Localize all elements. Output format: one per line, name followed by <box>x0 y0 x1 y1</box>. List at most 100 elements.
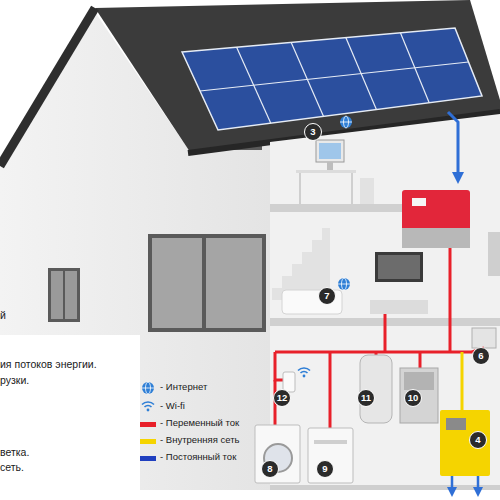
chair <box>360 178 374 204</box>
globe-line <box>142 388 154 389</box>
callout-number: 10 <box>408 393 419 403</box>
dryer <box>308 428 353 483</box>
interior <box>270 114 500 490</box>
inverter-display <box>412 198 426 206</box>
inverter <box>402 190 470 248</box>
floor-slab <box>270 485 500 490</box>
callout-circle: 9 <box>316 460 334 478</box>
window-glass <box>152 238 202 328</box>
dc-wire <box>451 476 454 492</box>
cropped-text: ветка. <box>0 447 29 459</box>
roof-edge <box>0 8 95 166</box>
tv-stand <box>370 300 428 314</box>
internet-icon <box>340 116 352 128</box>
callout-number: 11 <box>361 393 371 403</box>
wifi-arc <box>298 368 310 370</box>
internal-wire <box>461 352 464 410</box>
wifi-dot <box>147 409 150 412</box>
panel-grid <box>291 42 323 116</box>
legend-swatch <box>140 456 156 461</box>
ac-wire <box>275 352 283 380</box>
monitor-screen <box>319 143 341 159</box>
solar-panel <box>182 28 482 130</box>
legend-text: - Переменный ток <box>160 418 239 428</box>
callout-number: 9 <box>322 464 327 474</box>
ac-wire <box>384 314 387 352</box>
inverter-base <box>402 228 470 248</box>
desk-leg <box>299 173 301 204</box>
callout-circle: 3 <box>304 123 322 141</box>
legend-swatch <box>140 422 156 427</box>
globe-line <box>338 284 350 285</box>
window-glass <box>51 271 77 319</box>
cropped-text: ия потоков энергии. <box>0 359 97 371</box>
window-frame <box>63 271 65 319</box>
globe <box>340 116 352 128</box>
heat-pump <box>400 368 438 423</box>
window-glass <box>206 238 262 328</box>
text-panel <box>0 335 140 500</box>
internet-icon <box>338 278 350 290</box>
meter-box <box>488 232 500 276</box>
battery-unit <box>440 410 490 476</box>
legend-text: - Интернет <box>160 382 207 392</box>
desk <box>296 170 356 173</box>
callout-number: 12 <box>277 393 288 403</box>
callout-number: 3 <box>310 127 315 137</box>
wifi-dot <box>303 375 306 378</box>
cropped-text: й <box>0 310 6 322</box>
ac-wire <box>329 352 332 428</box>
callout-number: 8 <box>267 464 272 474</box>
legend-text: - Внутренняя сеть <box>160 435 240 445</box>
panel-grid <box>237 47 271 123</box>
callout-number: 6 <box>478 351 483 361</box>
callout-circle: 6 <box>472 347 490 365</box>
panel-grid <box>346 38 377 110</box>
tv-screen <box>378 255 420 279</box>
wifi-icon <box>142 402 154 411</box>
callout-circle: 10 <box>404 389 422 407</box>
battery-display <box>446 418 466 430</box>
wifi-icon <box>298 368 310 377</box>
legend-swatch <box>140 439 156 444</box>
legend-text: - Постоянный ток <box>160 452 236 462</box>
monitor-stand <box>327 162 333 170</box>
callout-number: 4 <box>475 435 480 445</box>
globe-line <box>340 122 352 123</box>
callout-circle: 7 <box>318 287 336 305</box>
cropped-text: рузки. <box>0 375 29 387</box>
distribution-box <box>472 328 496 348</box>
panel-grid <box>200 62 469 91</box>
ac-wire <box>449 248 452 352</box>
cropped-text: сеть. <box>0 462 24 474</box>
dc-wire <box>477 476 480 492</box>
desk-leg <box>351 173 353 204</box>
dryer-panel <box>314 440 347 444</box>
callout-circle: 11 <box>357 389 375 407</box>
wifi-arc <box>301 372 308 373</box>
ac-wire <box>275 351 472 354</box>
window <box>48 268 80 322</box>
tv <box>375 252 423 282</box>
dc-wire <box>448 112 458 178</box>
washing-machine <box>255 425 300 483</box>
globe <box>338 278 350 290</box>
monitor <box>316 140 344 162</box>
wifi-arc <box>142 402 154 404</box>
wifi-arc <box>145 406 152 407</box>
internet-icon <box>142 382 154 394</box>
legend-text: - Wi-fi <box>160 401 185 411</box>
heat-pump-panel <box>404 372 434 390</box>
callout-number: 7 <box>324 291 329 301</box>
panel-grid <box>400 33 429 103</box>
callout-circle: 8 <box>261 460 279 478</box>
ac-wire <box>419 352 422 368</box>
callout-circle: 4 <box>469 431 487 449</box>
globe <box>142 382 154 394</box>
callout-circle: 12 <box>273 389 291 407</box>
window <box>148 234 266 332</box>
